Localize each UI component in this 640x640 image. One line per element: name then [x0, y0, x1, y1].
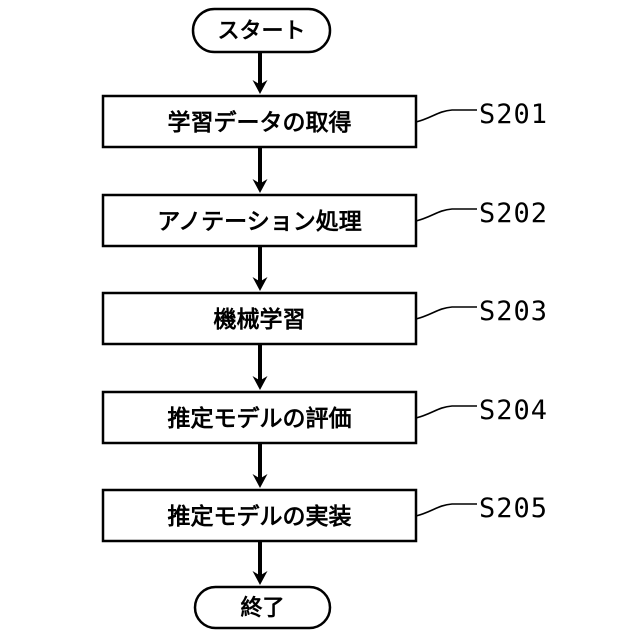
start-terminal: スタート: [191, 7, 332, 54]
arrow-step5-to-end: [252, 541, 268, 585]
arrowhead-down-icon: [252, 376, 268, 390]
process-step-1: 学習データの取得 S201: [101, 94, 548, 149]
process-label: アノテーション処理: [157, 208, 361, 235]
step-id-label: S205: [479, 493, 548, 524]
process-step-5: 推定モデルの実装 S205: [101, 488, 548, 543]
arrowhead-down-icon: [252, 571, 268, 585]
step-callout-line: [415, 405, 477, 419]
process-step-2: アノテーション処理 S202: [101, 193, 548, 248]
process-step-3: 機械学習 S203: [101, 291, 548, 346]
arrow-step1-to-step2: [252, 147, 268, 193]
arrowhead-down-icon: [252, 277, 268, 291]
end-terminal-label: 終了: [240, 595, 284, 621]
step-callout-line: [415, 208, 477, 222]
arrowhead-down-icon: [252, 80, 268, 94]
arrow-step2-to-step3: [252, 246, 268, 291]
step-id-label: S201: [479, 99, 548, 130]
arrow-start-to-step1: [252, 52, 268, 94]
process-label: 学習データの取得: [168, 109, 352, 136]
arrowhead-down-icon: [252, 179, 268, 193]
step-id-label: S204: [479, 395, 548, 426]
process-label: 推定モデルの評価: [168, 405, 352, 432]
process-box: [101, 193, 418, 248]
arrow-step4-to-step5: [252, 443, 268, 488]
process-step-4: 推定モデルの評価 S204: [101, 390, 548, 445]
process-box: [101, 488, 418, 543]
step-id-label: S203: [479, 296, 548, 327]
step-callout-line: [415, 503, 477, 517]
process-box: [101, 94, 418, 149]
step-callout-line: [415, 306, 477, 320]
process-label: 推定モデルの実装: [168, 503, 352, 530]
process-label: 機械学習: [214, 306, 306, 333]
arrowhead-down-icon: [252, 474, 268, 488]
start-terminal-label: スタート: [217, 19, 305, 44]
arrow-step3-to-step4: [252, 344, 268, 390]
process-box: [101, 390, 418, 445]
end-terminal-shape: [193, 585, 332, 630]
step-callout-line: [415, 109, 477, 123]
step-id-label: S202: [479, 198, 548, 229]
end-terminal: 終了: [193, 585, 332, 630]
